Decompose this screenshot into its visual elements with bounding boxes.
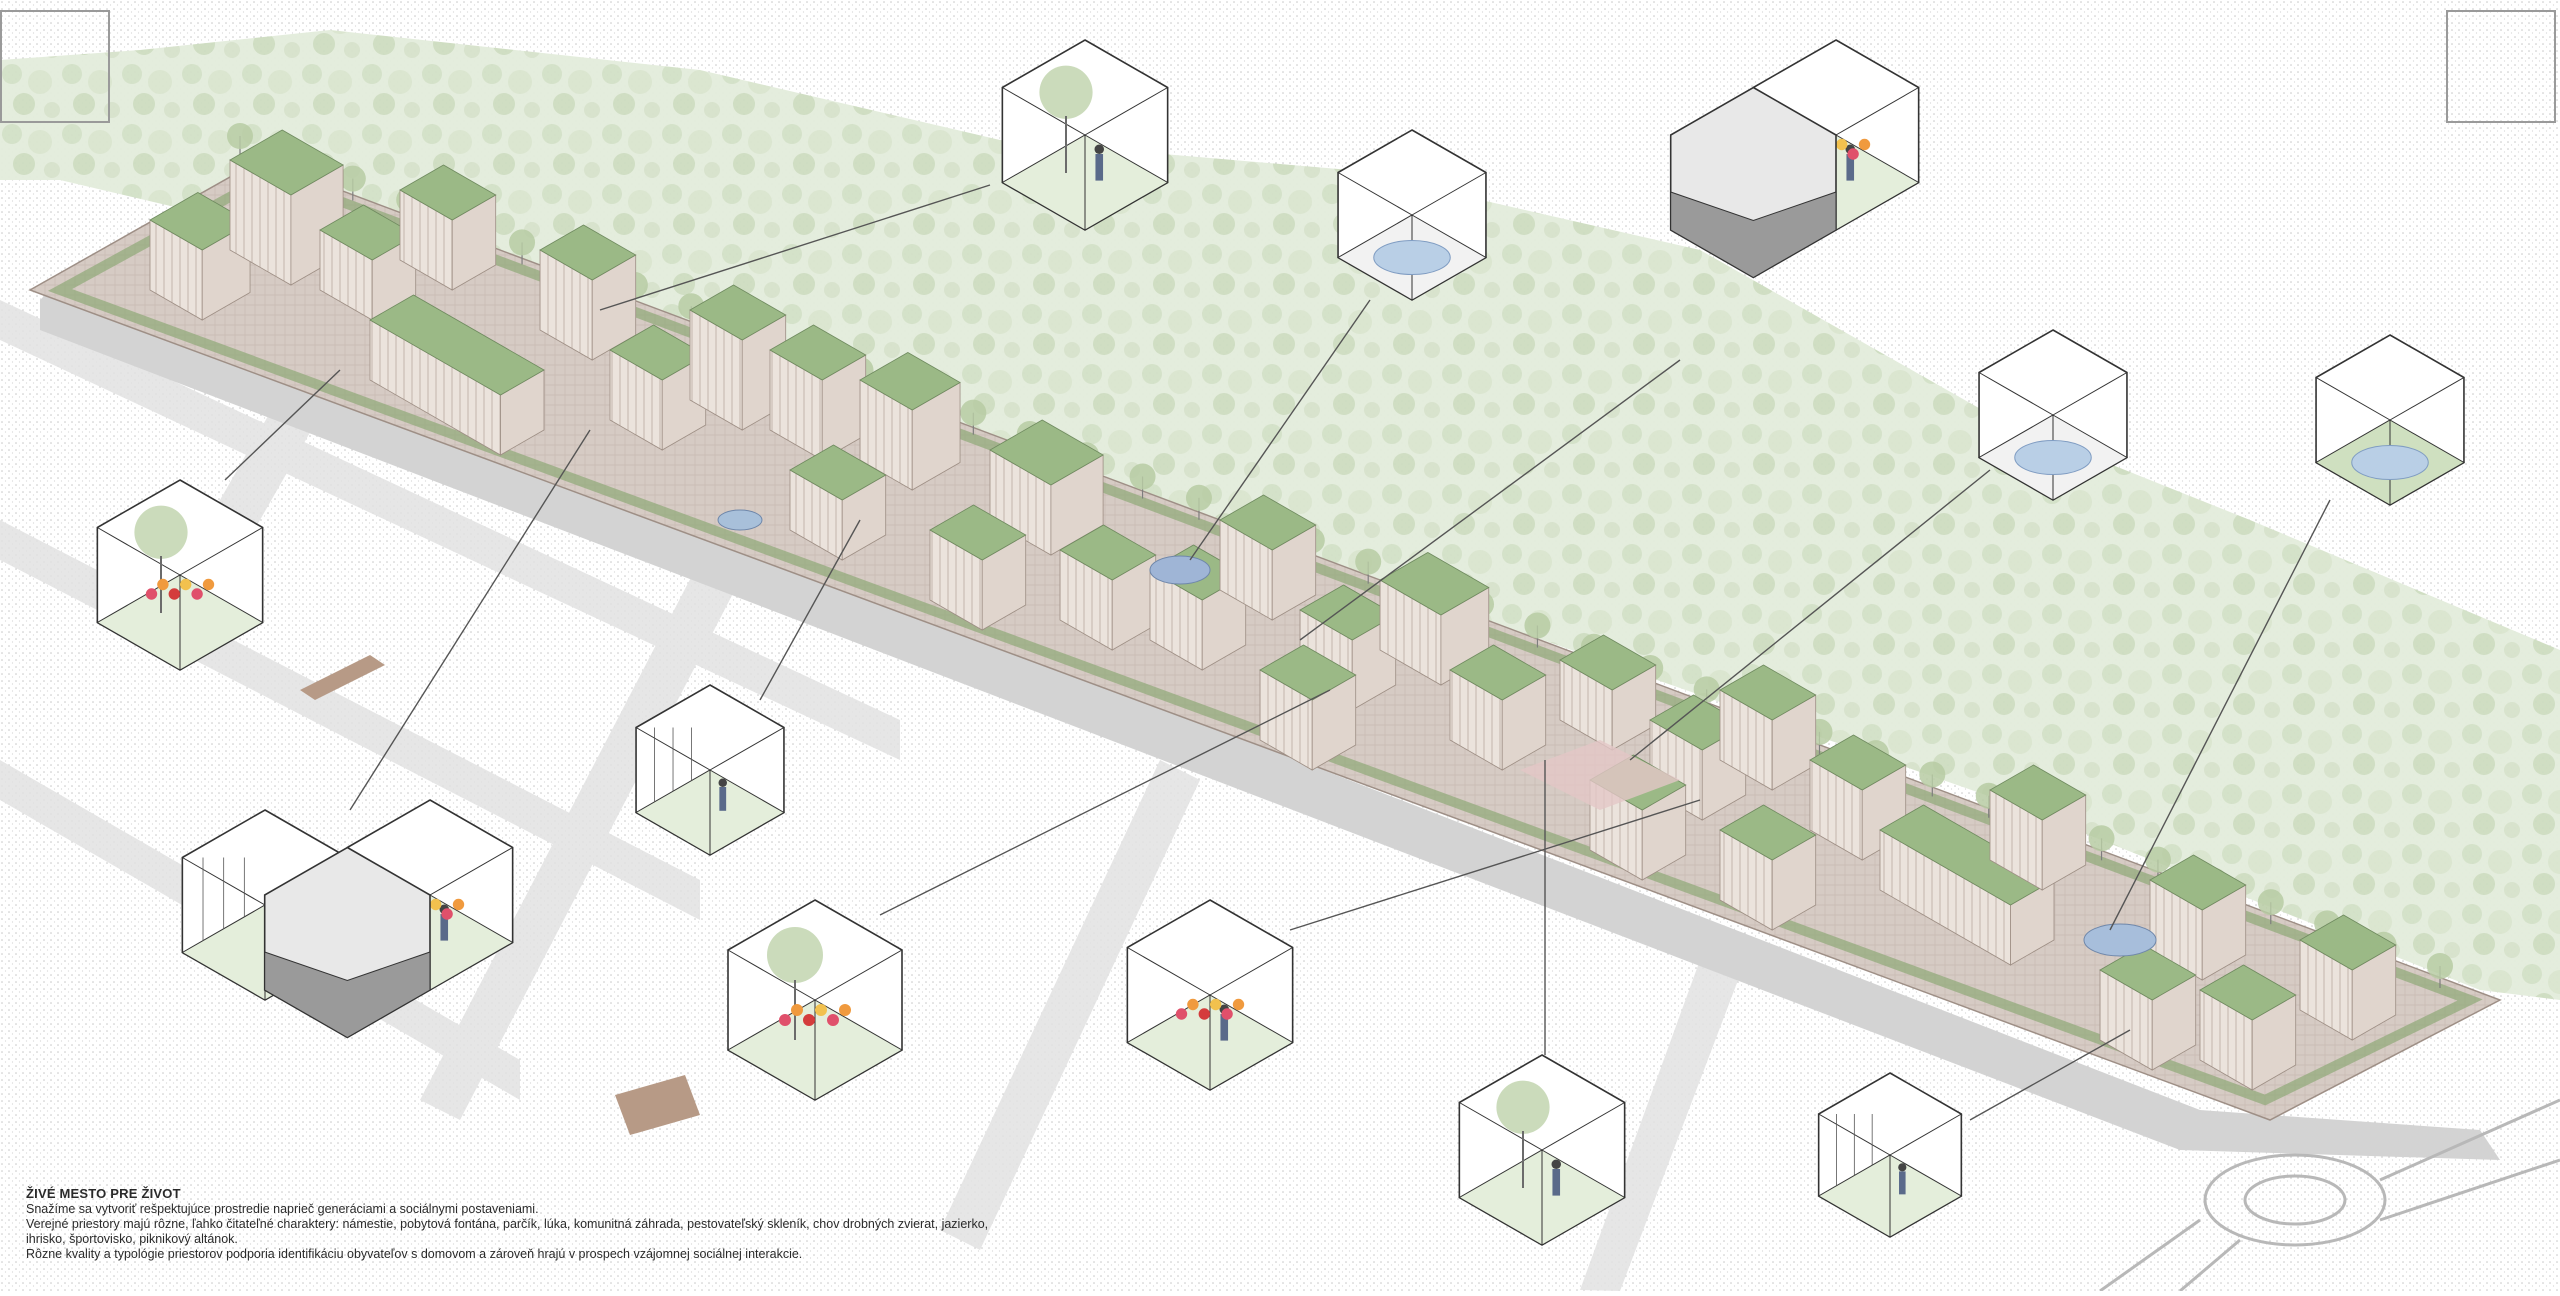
corner-frame-top-right xyxy=(2446,10,2556,123)
vignette-picnic-2 xyxy=(1458,1054,1626,1246)
leader-lines xyxy=(224,184,2331,1121)
leader-line xyxy=(1189,299,1371,561)
building-blocks xyxy=(149,129,2397,1091)
building xyxy=(989,419,1104,556)
building xyxy=(1989,764,2087,891)
tree xyxy=(1039,65,1093,119)
building xyxy=(2299,914,2397,1041)
market-square xyxy=(1520,740,1680,810)
public-spaces xyxy=(717,509,2157,957)
leader-line xyxy=(1969,1029,2131,1121)
building xyxy=(2149,854,2247,981)
building xyxy=(2099,944,2197,1071)
building xyxy=(789,444,887,561)
building xyxy=(609,324,707,451)
caption-line: Rôzne kvality a typológie priestorov pod… xyxy=(26,1247,803,1261)
tree xyxy=(1524,612,1551,648)
building xyxy=(1449,644,1547,771)
vignette-pond xyxy=(2315,334,2465,506)
tree xyxy=(767,927,823,983)
building xyxy=(929,504,1027,631)
caption-block: ŽIVÉ MESTO PRE ŽIVOT Snažíme sa vytvoriť… xyxy=(26,1186,1226,1262)
building xyxy=(1259,644,1357,771)
leader-line xyxy=(349,429,591,811)
building xyxy=(2199,964,2297,1091)
building xyxy=(1559,634,1657,751)
tree xyxy=(1919,761,1946,797)
person xyxy=(1094,144,1104,154)
building xyxy=(319,204,417,321)
building xyxy=(539,224,637,361)
tree xyxy=(1496,1080,1550,1134)
building xyxy=(399,164,497,291)
building xyxy=(1719,804,1817,931)
water xyxy=(1373,240,1451,275)
building xyxy=(369,294,545,456)
playground xyxy=(717,509,763,531)
leader-line xyxy=(599,184,991,311)
tree xyxy=(509,229,536,265)
tree xyxy=(2427,953,2453,988)
building xyxy=(1879,804,2055,966)
leader-line xyxy=(2109,499,2331,931)
bench xyxy=(615,1075,700,1135)
vignette-fountain-2 xyxy=(1978,329,2128,501)
vignette-greenhouse xyxy=(635,684,785,856)
tree xyxy=(2257,889,2284,925)
leader-line xyxy=(1629,469,1991,761)
person xyxy=(1551,1159,1561,1169)
tree xyxy=(339,165,366,201)
vignette-animals xyxy=(96,479,264,671)
caption-title: ŽIVÉ MESTO PRE ŽIVOT xyxy=(26,1186,181,1201)
stacked-cube xyxy=(263,846,431,1039)
building xyxy=(1219,494,1317,621)
vignette-cubes xyxy=(96,39,2465,1246)
tree xyxy=(960,399,987,435)
vignette-fountain xyxy=(1337,129,1487,301)
tree xyxy=(1355,548,1382,584)
building xyxy=(859,352,961,491)
caption-line: Snažíme sa vytvoriť rešpektujúce prostre… xyxy=(26,1202,539,1216)
water xyxy=(2351,445,2429,480)
caption-line: ihrisko, športovisko, piknikový altánok. xyxy=(26,1232,238,1246)
tree xyxy=(1129,463,1156,499)
vignette-market xyxy=(1126,899,1294,1091)
bench xyxy=(300,655,385,700)
tree xyxy=(2088,825,2115,861)
leader-line xyxy=(1299,359,1681,641)
leader-line xyxy=(759,519,861,701)
vignette-animals-2 xyxy=(726,899,904,1101)
pond xyxy=(2083,923,2157,957)
vignette-greenhouse-3 xyxy=(1817,1072,1963,1238)
tree xyxy=(134,505,188,559)
tree xyxy=(1185,484,1212,520)
leader-line xyxy=(879,689,1331,916)
roundabout xyxy=(2099,1098,2560,1293)
fountain-plaza xyxy=(1149,555,1211,585)
building xyxy=(769,324,867,461)
building xyxy=(1059,524,1157,651)
stacked-cube xyxy=(1669,86,1837,279)
corner-frame-top-left xyxy=(0,10,110,123)
vignette-picnic xyxy=(1001,39,1169,231)
leader-line xyxy=(1289,799,1701,931)
caption-line: Verejné priestory majú rôzne, ľahko čita… xyxy=(26,1217,989,1231)
leader-line xyxy=(224,369,341,481)
person xyxy=(1898,1163,1907,1172)
person xyxy=(718,778,727,787)
building xyxy=(1719,664,1817,791)
water xyxy=(2014,440,2092,475)
